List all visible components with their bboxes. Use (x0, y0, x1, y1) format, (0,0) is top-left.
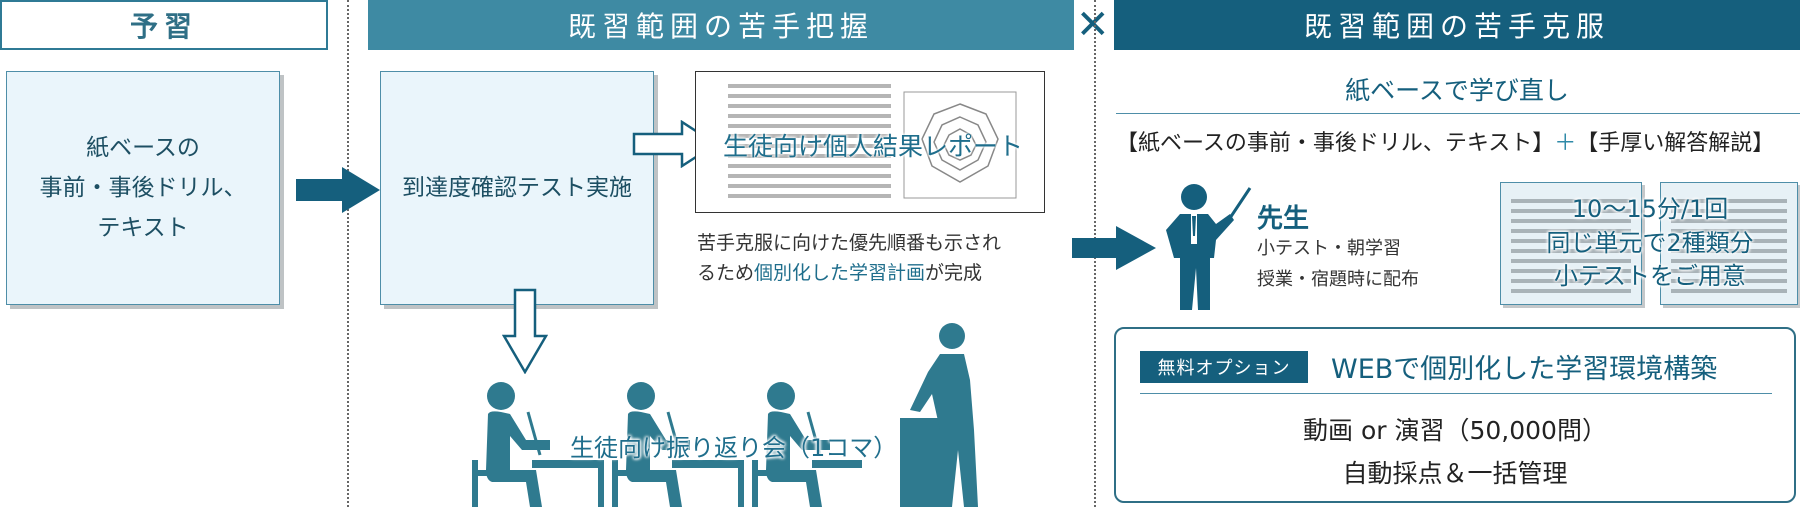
report-lines-graphic (728, 84, 1017, 199)
web-option-title: WEBで個別化した学習環境構築 (1331, 354, 1718, 385)
preview-materials-text: 紙ベースの 事前・事後ドリル、 テキスト (39, 134, 247, 242)
teacher-label: 先生 (1257, 204, 1310, 234)
option-line-video: 動画 or 演習（50,000問） (1303, 416, 1607, 445)
header-weakness-overcome: 既習範囲の苦手克服 (1114, 0, 1800, 50)
student-figure (752, 382, 862, 507)
test-paper-back (1660, 182, 1798, 305)
option-line-grading: 自動採点＆一括管理 (1342, 459, 1568, 488)
relearn-title: 紙ベースで学び直し (1345, 76, 1569, 105)
test-paper-front (1500, 182, 1642, 305)
preview-materials-note: 紙ベースの 事前・事後ドリル、 テキスト (6, 71, 280, 305)
hollow-arrow-down-icon (502, 288, 548, 374)
student-figure (612, 382, 744, 507)
free-option-badge: 無料オプション (1140, 351, 1308, 383)
teacher-text: 小テスト・朝学習 授業・宿題時に配布 (1257, 238, 1419, 290)
relearn-subtitle: 【紙ベースの事前・事後ドリル、テキスト】＋【手厚い解答解説】 (1116, 131, 1775, 156)
teacher-icon (1166, 184, 1252, 310)
column-divider-left (347, 0, 349, 507)
personalized-plan-highlight: 個別化した学習計画 (754, 262, 926, 285)
review-session-label: 生徒向け振り返り会（1コマ） (570, 434, 898, 462)
report-title: 生徒向け個人結果レポート (723, 132, 1024, 161)
option-divider (1140, 393, 1772, 394)
header-weakness-grasp: 既習範囲の苦手把握 (368, 0, 1074, 50)
header-yoshu: 予習 (0, 0, 328, 50)
relearn-divider (1116, 113, 1800, 114)
arrow-right-icon (296, 167, 380, 213)
achievement-test-text: 到達度確認テスト実施 (402, 174, 632, 201)
report-description: 苦手克服に向けた優先順番も示され るため個別化した学習計画が完成 (697, 232, 1002, 285)
result-report-box (695, 71, 1045, 213)
review-session-figures (472, 323, 978, 507)
student-figure (472, 382, 604, 507)
x-mark-icon: ✕ (1076, 2, 1110, 48)
free-option-box: 無料オプション WEBで個別化した学習環境構築 動画 or 演習（50,000問… (1114, 327, 1796, 503)
arrow-right-icon (1072, 226, 1156, 270)
test-paper-caption: 10～15分/1回 同じ単元で2種類分 小テストをご用意 (1546, 195, 1754, 291)
achievement-test-note: 到達度確認テスト実施 (380, 71, 654, 305)
